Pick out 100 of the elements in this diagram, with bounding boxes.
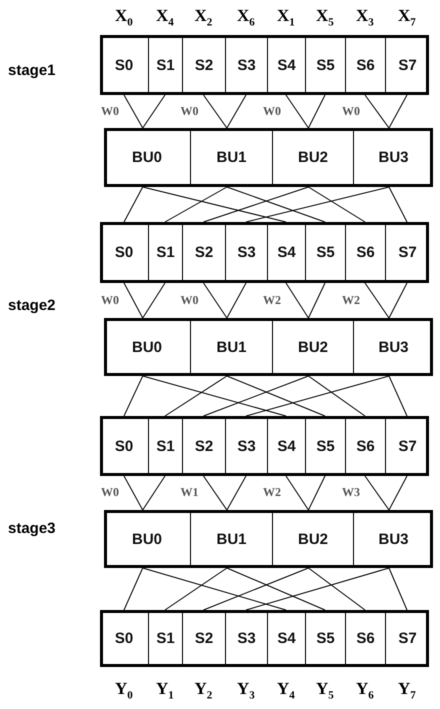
connector-line bbox=[142, 476, 166, 510]
register-cell: S3 bbox=[225, 225, 267, 280]
butterfly-unit-cell: BU2 bbox=[272, 321, 353, 373]
connector-line bbox=[388, 282, 408, 318]
edge-label: W0 bbox=[100, 294, 120, 306]
connector-line bbox=[246, 376, 390, 416]
output-label: Y$_{6}$ bbox=[356, 679, 374, 702]
input-label: X$_{2}$ bbox=[194, 6, 212, 28]
edge-label: W0 bbox=[180, 104, 200, 118]
connector-line bbox=[308, 94, 326, 128]
register-cell: S3 bbox=[225, 613, 267, 664]
register-cell: S5 bbox=[305, 613, 345, 664]
connector-line bbox=[364, 476, 390, 510]
connector-line bbox=[142, 568, 286, 610]
connector-line bbox=[286, 94, 309, 128]
register-cell: S6 bbox=[345, 38, 385, 92]
connector-line bbox=[164, 568, 228, 610]
input-label: X$_{5}$ bbox=[316, 6, 334, 28]
output-label: Y$_{4}$ bbox=[277, 679, 295, 702]
register-cell: S2 bbox=[182, 225, 225, 280]
register-cell: S6 bbox=[345, 613, 385, 664]
connector-line bbox=[388, 568, 408, 610]
register-cell: S7 bbox=[385, 225, 429, 280]
register-cell: S0 bbox=[100, 419, 148, 473]
edge-label: W0 bbox=[180, 294, 200, 306]
connector-line bbox=[308, 568, 366, 610]
register-cell: S0 bbox=[100, 225, 148, 280]
connector-line bbox=[308, 376, 366, 416]
connector-line bbox=[246, 186, 390, 222]
input-label: X$_{4}$ bbox=[156, 6, 174, 28]
connector-line bbox=[203, 476, 228, 510]
edge-label: W0 bbox=[100, 486, 120, 499]
butterfly-unit-cell: BU2 bbox=[272, 131, 353, 184]
connector-line bbox=[364, 94, 390, 128]
output-label: Y$_{5}$ bbox=[316, 679, 334, 702]
output-label: Y$_{0}$ bbox=[115, 679, 133, 702]
edge-label: W2 bbox=[341, 294, 361, 306]
connector-line bbox=[124, 568, 144, 610]
register-cell: S4 bbox=[267, 225, 305, 280]
input-label: X$_{3}$ bbox=[356, 6, 374, 28]
output-label: Y$_{2}$ bbox=[194, 679, 212, 702]
connector-line bbox=[203, 94, 228, 128]
register-cell: S1 bbox=[148, 38, 182, 92]
connector-line bbox=[124, 376, 144, 416]
butterfly-unit-cell: BU0 bbox=[104, 131, 190, 184]
connector-line bbox=[124, 94, 144, 128]
connector-line bbox=[124, 186, 144, 222]
register-cell: S0 bbox=[100, 38, 148, 92]
register-cell: S7 bbox=[385, 419, 429, 473]
output-label: Y$_{7}$ bbox=[398, 679, 416, 702]
edge-label: W0 bbox=[262, 104, 282, 118]
input-label: X$_{6}$ bbox=[237, 6, 255, 28]
connector-line bbox=[388, 94, 408, 128]
register-cell: S5 bbox=[305, 38, 345, 92]
connector-line bbox=[246, 568, 390, 610]
register-cell: S7 bbox=[385, 38, 429, 92]
butterfly-unit-cell: BU1 bbox=[190, 321, 272, 373]
output-label: Y$_{3}$ bbox=[237, 679, 255, 702]
register-cell: S4 bbox=[267, 38, 305, 92]
connector-line bbox=[308, 282, 326, 318]
connector-line bbox=[164, 376, 228, 416]
connector-line bbox=[226, 568, 326, 610]
connector-line bbox=[226, 186, 326, 222]
connector-line bbox=[226, 94, 246, 128]
register-cell: S4 bbox=[267, 419, 305, 473]
connector-line bbox=[226, 376, 326, 416]
edge-label: W2 bbox=[262, 486, 282, 499]
register-cell: S3 bbox=[225, 419, 267, 473]
edge-label: W2 bbox=[262, 294, 282, 306]
stage-label: stage3 bbox=[8, 520, 56, 537]
butterfly-unit-cell: BU3 bbox=[353, 131, 433, 184]
connector-line bbox=[308, 186, 366, 222]
connector-line bbox=[124, 282, 144, 318]
edge-label: W3 bbox=[341, 486, 361, 499]
connector-line bbox=[142, 186, 286, 222]
register-cell: S2 bbox=[182, 419, 225, 473]
butterfly-unit-cell: BU0 bbox=[104, 513, 190, 565]
butterfly-unit-cell: BU1 bbox=[190, 513, 272, 565]
connector-line bbox=[142, 94, 166, 128]
register-cell: S2 bbox=[182, 613, 225, 664]
stage-label: stage1 bbox=[8, 62, 56, 79]
connector-line bbox=[203, 186, 309, 222]
connector-line bbox=[388, 376, 408, 416]
edge-label: W0 bbox=[341, 104, 361, 118]
connector-line bbox=[226, 476, 246, 510]
input-label: X$_{1}$ bbox=[277, 6, 295, 28]
butterfly-unit-cell: BU3 bbox=[353, 513, 433, 565]
butterfly-unit-cell: BU3 bbox=[353, 321, 433, 373]
input-label: X$_{0}$ bbox=[115, 6, 133, 28]
connector-line bbox=[388, 186, 408, 222]
register-cell: S6 bbox=[345, 419, 385, 473]
connector-line bbox=[364, 282, 390, 318]
connector-line bbox=[142, 282, 166, 318]
connector-line bbox=[203, 376, 309, 416]
connector-line bbox=[388, 476, 408, 510]
edge-label: W0 bbox=[100, 104, 120, 118]
butterfly-unit-cell: BU1 bbox=[190, 131, 272, 184]
butterfly-unit-cell: BU0 bbox=[104, 321, 190, 373]
input-label: X$_{7}$ bbox=[398, 6, 416, 28]
butterfly-unit-cell: BU2 bbox=[272, 513, 353, 565]
